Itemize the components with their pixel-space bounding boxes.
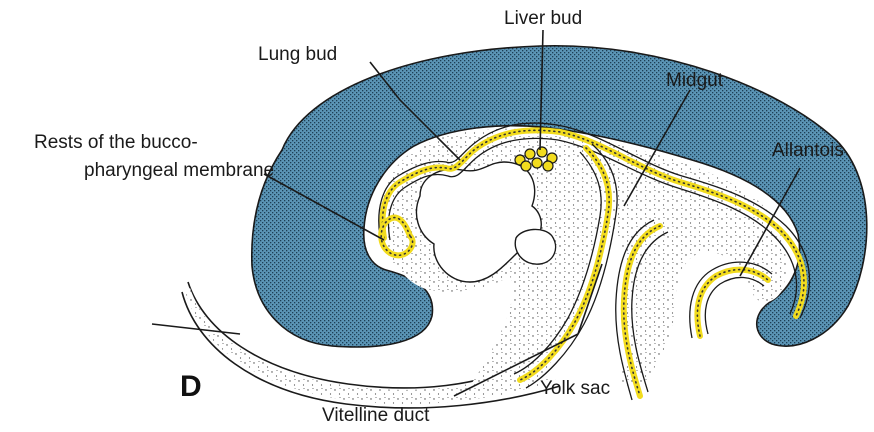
label-midgut: Midgut <box>666 70 724 91</box>
panel-letter: D <box>180 370 202 403</box>
label-vitelline-duct: Vitelline duct <box>322 405 430 426</box>
label-yolk-sac: Yolk sac <box>540 378 610 399</box>
label-lung-bud: Lung bud <box>258 44 337 65</box>
label-rests-line1: Rests of the bucco- <box>34 132 198 153</box>
label-rests-line2: pharyngeal membrane <box>84 160 274 181</box>
label-liver-bud: Liver bud <box>504 8 582 29</box>
label-allantois: Allantois <box>772 140 844 161</box>
